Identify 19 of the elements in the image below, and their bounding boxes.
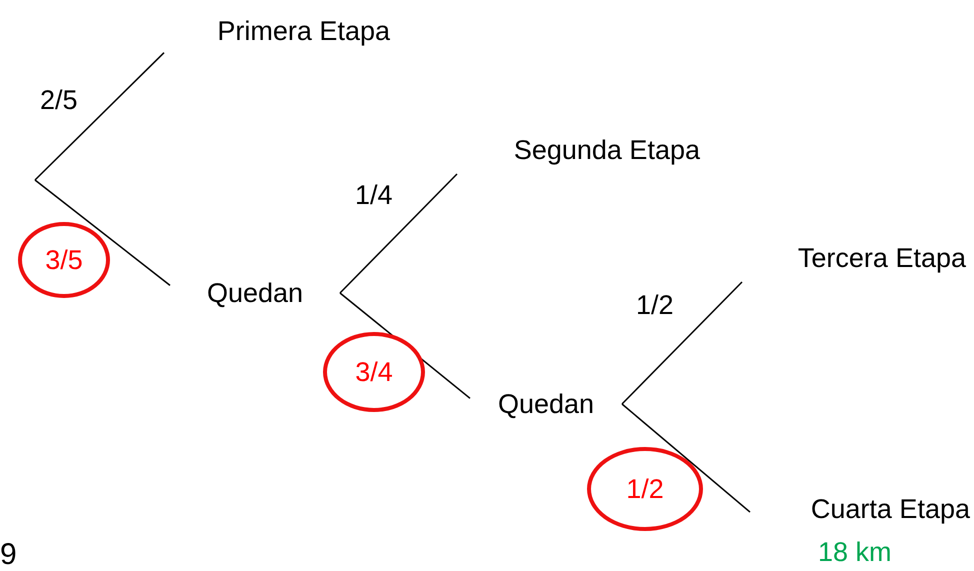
node-label: Quedan	[498, 388, 594, 420]
node-label: Tercera Etapa	[798, 243, 966, 274]
node-label: Primera Etapa	[217, 16, 390, 47]
node-label: Segunda Etapa	[514, 134, 700, 166]
branch-line	[34, 52, 165, 181]
page-number: 9	[0, 540, 17, 570]
fraction-label: 1/2	[636, 292, 674, 319]
circled-fraction: 1/2	[587, 447, 703, 531]
branch-line	[622, 403, 750, 513]
node-label: Quedan	[206, 278, 304, 308]
distance-label: 18 km	[818, 537, 892, 568]
circled-fraction: 3/5	[18, 222, 110, 298]
node-label: Cuarta Etapa	[810, 494, 970, 524]
fraction-label: 1/4	[355, 182, 393, 209]
circled-fraction: 3/4	[323, 332, 425, 412]
branch-line	[339, 173, 458, 294]
branch-line	[621, 282, 743, 405]
branch-line	[34, 179, 170, 286]
fraction-label: 2/5	[40, 87, 78, 114]
